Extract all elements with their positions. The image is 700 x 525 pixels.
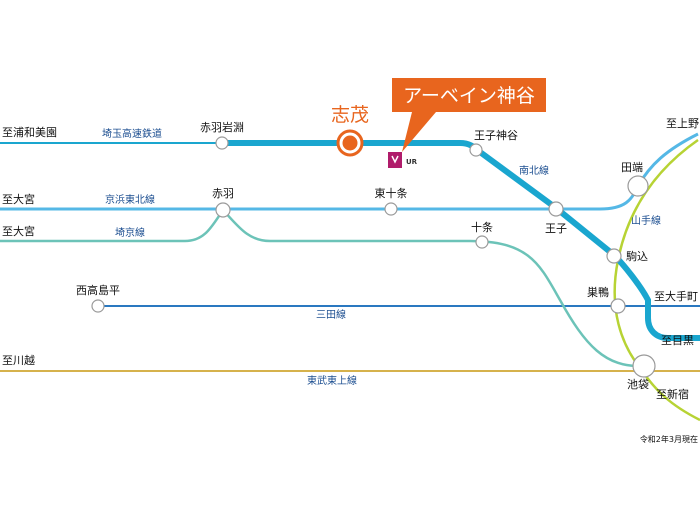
property-name: アーベイン神谷 [403, 85, 535, 107]
keihin-tohoku-ueno-line [636, 132, 699, 187]
station-label-komagome: 駒込 [626, 250, 648, 263]
dest-kawagoe: 至川越 [2, 353, 35, 367]
line-label-saikyo: 埼京線 [115, 226, 145, 239]
dest-shinjuku: 至新宿 [656, 387, 689, 401]
station-tabata [627, 175, 649, 197]
line-label-keihin-tohoku: 京浜東北線 [105, 193, 155, 206]
station-label-higashi-jujo: 東十条 [375, 186, 408, 200]
line-label-nanboku: 南北線 [519, 164, 549, 177]
station-label-sugamo: 巣鴨 [587, 285, 609, 299]
station-label-akabane: 赤羽 [212, 187, 234, 200]
station-akabane-iwabuchi [215, 136, 229, 150]
station-komagome [606, 248, 622, 264]
dest-ueno: 至上野 [666, 117, 699, 130]
line-label-saitama-kosoku: 埼玉高速鉄道 [102, 127, 162, 140]
saikyo-line [0, 208, 645, 368]
dest-omiya-1: 至大宮 [2, 192, 35, 206]
station-label-akabane-iwabuchi: 赤羽岩淵 [200, 120, 244, 134]
station-jujo [475, 235, 489, 249]
station-label-nishidai: 西高島平 [76, 283, 120, 297]
dest-omiya-2: 至大宮 [2, 224, 35, 238]
station-label-tabata: 田端 [621, 161, 643, 174]
nanboku-line [222, 140, 700, 341]
station-label-ikebukuro: 池袋 [627, 377, 649, 391]
station-nishidai [91, 299, 105, 313]
station-label-shimo: 志茂 [331, 104, 369, 126]
station-higashi-jujo [384, 202, 398, 216]
date-note: 令和2年3月現在 [640, 434, 698, 444]
station-shimo [342, 135, 358, 151]
station-akabane [215, 202, 231, 218]
dest-urawa-misono: 至浦和美園 [2, 126, 57, 139]
line-label-mita: 三田線 [316, 308, 346, 321]
station-label-jujo: 十条 [471, 220, 493, 234]
station-label-oji: 王子 [545, 222, 567, 235]
ur-logo-text: UR [406, 158, 418, 166]
line-label-tobu-tojo: 東武東上線 [307, 374, 357, 387]
station-label-oji-kamiya: 王子神谷 [474, 128, 518, 142]
dest-otemachi: 至大手町 [654, 289, 698, 303]
ur-logo: UR [388, 152, 418, 168]
line-label-yamanote: 山手線 [631, 214, 661, 227]
station-ikebukuro [632, 354, 656, 378]
dest-meguro: 至目黒 [661, 334, 694, 347]
station-oji-kamiya [469, 143, 483, 157]
station-oji [548, 201, 564, 217]
property-callout [392, 78, 546, 152]
station-sugamo [610, 298, 626, 314]
